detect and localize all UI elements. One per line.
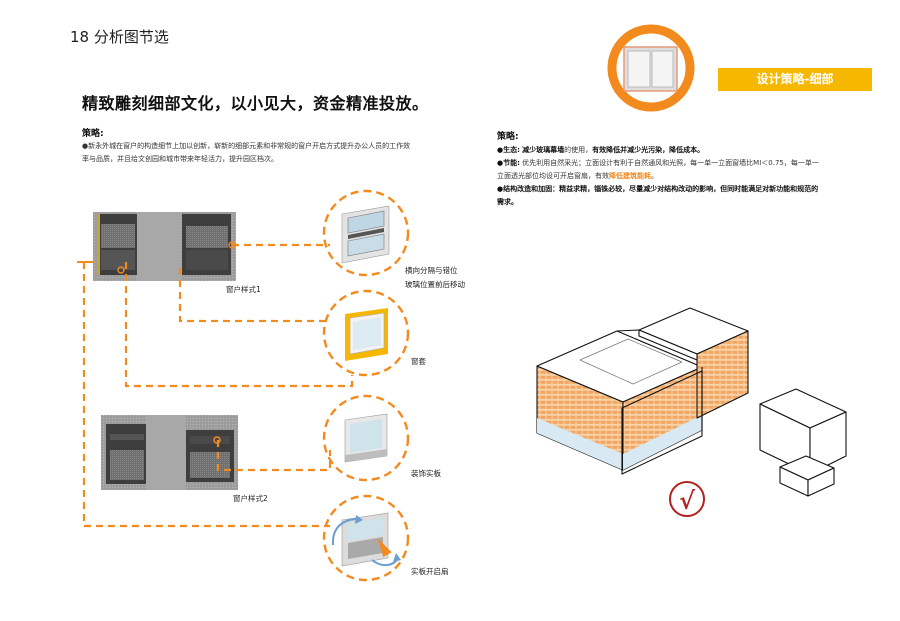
- window-band-right: [190, 436, 230, 444]
- facade-pier: [146, 415, 186, 490]
- eco-bold-2: 有效降低并减少光污染，降低成本。: [592, 146, 705, 154]
- leader-3: [124, 262, 354, 388]
- eco-bold-1: 减少玻璃幕墙: [522, 146, 565, 154]
- detail-circle-4: [322, 494, 410, 582]
- building-axonometric: [536, 307, 847, 497]
- energy-line1: ●节能: 优先利用自然采光；立面设计有利于自然通风和光照，每一单一立面窗墙比MI…: [497, 157, 887, 170]
- detail-1-line2: 玻璃位置前后移动: [405, 280, 465, 289]
- eco-line: ●生态: 减少玻璃幕墙的使用，有效降低并减少光污染，降低成本。: [497, 144, 887, 157]
- energy-text-1: 优先利用自然采光；立面设计有利于自然通风和光照，每一单一立面窗墙比MI＜0.75…: [522, 159, 819, 167]
- check-icon: [669, 481, 705, 517]
- detail-circle-1: [322, 189, 410, 277]
- check-symbol: √: [679, 486, 695, 515]
- window-pane-left: [110, 450, 144, 480]
- marker-2: [117, 266, 125, 274]
- detail-1-caption: 横向分隔与错位 玻璃位置前后移动: [405, 264, 465, 292]
- window-jamb-left: [97, 214, 100, 275]
- marker-3: [213, 436, 221, 444]
- detail-4-window: [331, 512, 401, 567]
- detail-3-window: [344, 413, 388, 463]
- leader-lines: [82, 243, 354, 528]
- energy-highlight: 降低建筑能耗: [609, 172, 651, 180]
- headline: 精致雕刻细部文化，以小见大，资金精准投放。: [82, 94, 429, 113]
- leader-4: [82, 262, 330, 528]
- energy-prefix: ●节能:: [497, 159, 520, 167]
- window-icon: [607, 24, 695, 112]
- right-strategy-text: ●生态: 减少玻璃幕墙的使用，有效降低并减少光污染，降低成本。 ●节能: 优先利…: [497, 144, 887, 209]
- facade-pier: [136, 212, 181, 281]
- window-pane-left-top: [101, 224, 135, 248]
- detail-4-caption: 实板开启扇: [411, 567, 449, 576]
- right-strategy-label: 策略:: [497, 132, 519, 142]
- left-strategy-line2: 率与品质，并且给文创园和城市带来年轻活力，提升园区档次。: [82, 155, 278, 163]
- window-pane-right-top: [186, 226, 228, 248]
- leader-5: [216, 440, 332, 472]
- struct-line2: 需求。: [497, 198, 518, 206]
- window-pane-right: [190, 452, 230, 478]
- detail-circles: [322, 189, 410, 582]
- detail-circle-2: [322, 289, 410, 377]
- window-style-1-facade: [93, 212, 236, 281]
- marker-1: [228, 241, 236, 249]
- check-badge: √: [669, 481, 705, 517]
- detail-circle-3: [322, 394, 410, 482]
- energy-text-2: 立面透光部位均设可开启窗扇，有效: [497, 172, 609, 180]
- detail-2-caption: 窗套: [411, 357, 426, 366]
- energy-end: 。: [651, 172, 658, 180]
- window-band-left: [110, 434, 144, 440]
- design-strategy-banner: 设计策略-细部: [718, 68, 872, 91]
- detail-1-window: [341, 205, 390, 264]
- detail-2-window: [345, 308, 388, 361]
- left-strategy-label: 策略:: [82, 129, 104, 139]
- window-pane-right-bottom: [186, 250, 228, 270]
- building-tower-face: [696, 330, 749, 419]
- window-style-2-label: 窗户样式2: [233, 494, 268, 503]
- leader-2: [178, 268, 330, 323]
- eco-prefix: ●生态:: [497, 146, 520, 154]
- left-strategy-line1: ●新永外城在窗户的构造细节上加以创新，崭新的细部元素和非常规的窗户开启方式提升办…: [82, 142, 411, 150]
- left-strategy-text: ●新永外城在窗户的构造细节上加以创新，崭新的细部元素和非常规的窗户开启方式提升办…: [82, 140, 522, 166]
- detail-1-line1: 横向分隔与错位: [405, 266, 458, 275]
- window-pane-left-bottom: [101, 250, 135, 270]
- page-title: 18 分析图节选: [70, 28, 169, 46]
- window-style-1-label: 窗户样式1: [226, 285, 261, 294]
- window-style-2-facade: [101, 415, 238, 490]
- eco-normal-1: 的使用，: [564, 146, 593, 154]
- energy-line2: 立面透光部位均设可开启窗扇，有效降低建筑能耗。: [497, 170, 887, 183]
- leader-markers: [117, 241, 236, 444]
- detail-3-caption: 装饰实板: [411, 469, 441, 478]
- struct-line1: ●结构改造和加固：精益求精，锱铢必较，尽量减少对结构改动的影响，但同时能满足对新…: [497, 185, 819, 193]
